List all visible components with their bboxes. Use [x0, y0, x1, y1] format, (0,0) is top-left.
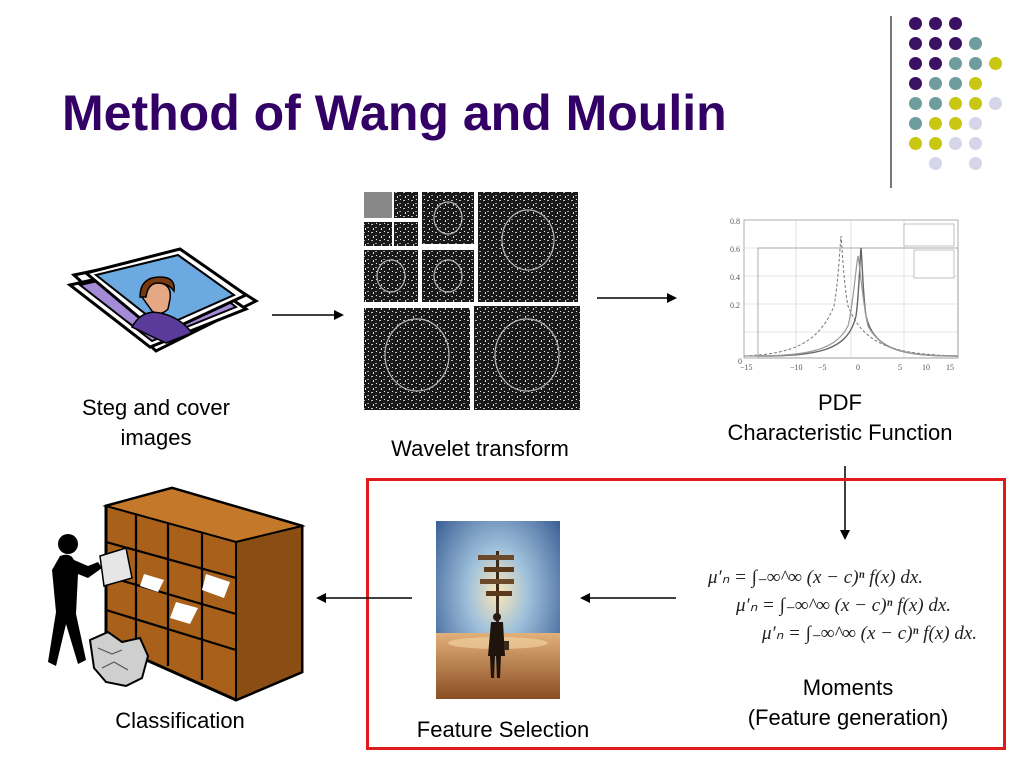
- pdf-label-line1: PDF: [818, 390, 862, 415]
- arrow-left-5: [316, 593, 412, 603]
- svg-text:−5: −5: [818, 363, 827, 372]
- svg-text:15: 15: [946, 363, 954, 372]
- svg-text:0: 0: [738, 357, 742, 366]
- arrow-right-2: [597, 293, 677, 303]
- decorative-dot-grid: [906, 14, 1006, 170]
- moment-formula-2: μ′ₙ = ∫₋∞^∞ (x − c)ⁿ f(x) dx.: [736, 595, 952, 616]
- svg-text:5: 5: [898, 363, 902, 372]
- arrow-left-4: [580, 593, 676, 603]
- slide-title: Method of Wang and Moulin: [62, 85, 727, 141]
- highlight-box: [366, 478, 1006, 750]
- pdf-label-line2: Characteristic Function: [727, 420, 953, 445]
- svg-text:0.4: 0.4: [730, 273, 740, 282]
- steg-cover-label-line1: Steg and cover: [82, 395, 230, 420]
- svg-text:0: 0: [856, 363, 860, 372]
- svg-text:−15: −15: [740, 363, 753, 372]
- wavelet-transform-image: [362, 190, 582, 412]
- svg-text:0.2: 0.2: [730, 301, 740, 310]
- steg-cover-label: Steg and cover images: [56, 393, 256, 453]
- arrow-down-3: [840, 466, 850, 540]
- steg-cover-label-line2: images: [120, 425, 192, 450]
- photo-stack-illustration: [66, 247, 260, 353]
- moments-label-line1: Moments: [802, 675, 894, 700]
- moments-label: Moments (Feature generation): [700, 673, 996, 733]
- svg-text:−10: −10: [790, 363, 803, 372]
- svg-text:0.8: 0.8: [730, 217, 740, 226]
- moment-formula-3: μ′ₙ = ∫₋∞^∞ (x − c)ⁿ f(x) dx.: [762, 623, 978, 644]
- pdf-label: PDF Characteristic Function: [680, 388, 1000, 448]
- classification-label: Classification: [115, 708, 245, 733]
- arrow-right-1: [272, 310, 344, 320]
- moment-formula-1: μ′ₙ = ∫₋∞^∞ (x − c)ⁿ f(x) dx.: [708, 567, 924, 588]
- pdf-characteristic-function-plot: 0.8 0.6 0.4 0.2 0 −15 −10 −5 0 5 10 15: [730, 217, 959, 372]
- title-divider-line: [890, 16, 892, 188]
- wavelet-transform-label: Wavelet transform: [391, 436, 569, 461]
- moments-label-line2: (Feature generation): [747, 705, 949, 730]
- signpost-man-photo: [436, 521, 560, 699]
- filing-cabinet-illustration: [48, 486, 306, 702]
- feature-selection-label: Feature Selection: [416, 717, 590, 742]
- svg-text:10: 10: [922, 363, 930, 372]
- svg-text:0.6: 0.6: [730, 245, 740, 254]
